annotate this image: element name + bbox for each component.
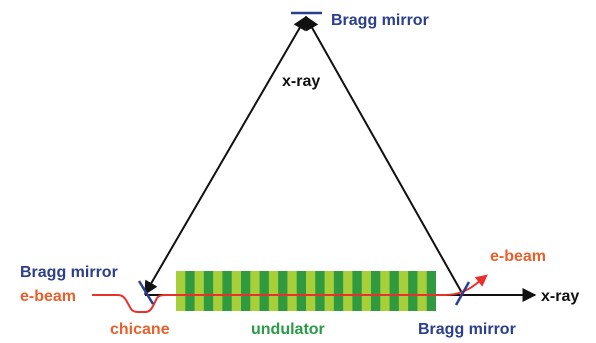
undulator-magnet <box>241 271 251 311</box>
bragg-mirror-left-label: Bragg mirror <box>20 264 118 281</box>
electron-beam <box>92 274 488 313</box>
undulator-magnet <box>185 271 195 311</box>
xray-cavity-label: x-ray <box>282 73 320 90</box>
xray-cavity-path <box>144 15 537 302</box>
bragg-mirror-right-label: Bragg mirror <box>418 321 516 338</box>
undulator-magnet <box>296 271 306 311</box>
bragg-mirror-left <box>137 280 155 305</box>
undulator-magnet <box>222 271 232 311</box>
bragg-mirror-right <box>454 281 471 306</box>
undulator-magnet <box>259 271 269 311</box>
undulator-magnet <box>426 271 436 311</box>
ebeam-in-label: e-beam <box>20 288 76 305</box>
undulator-magnet <box>389 271 399 311</box>
undulator <box>176 271 436 311</box>
xray-left-leg <box>144 15 307 296</box>
bragg-mirror-top-label: Bragg mirror <box>331 12 429 29</box>
undulator-magnet <box>278 271 288 311</box>
xray-right-leg <box>305 15 463 294</box>
xray-output-label: x-ray <box>541 288 579 305</box>
undulator-magnet <box>333 271 344 311</box>
ebeam-chicane-path <box>92 274 488 313</box>
undulator-magnet <box>203 271 214 311</box>
chicane-label: chicane <box>110 321 170 338</box>
undulator-magnet <box>352 271 362 311</box>
undulator-magnet <box>371 271 381 311</box>
undulator-magnet <box>408 271 418 311</box>
undulator-label: undulator <box>251 321 325 338</box>
bragg-mirrors <box>137 11 471 306</box>
undulator-magnet <box>315 271 325 311</box>
ebeam-out-label: e-beam <box>490 248 546 265</box>
